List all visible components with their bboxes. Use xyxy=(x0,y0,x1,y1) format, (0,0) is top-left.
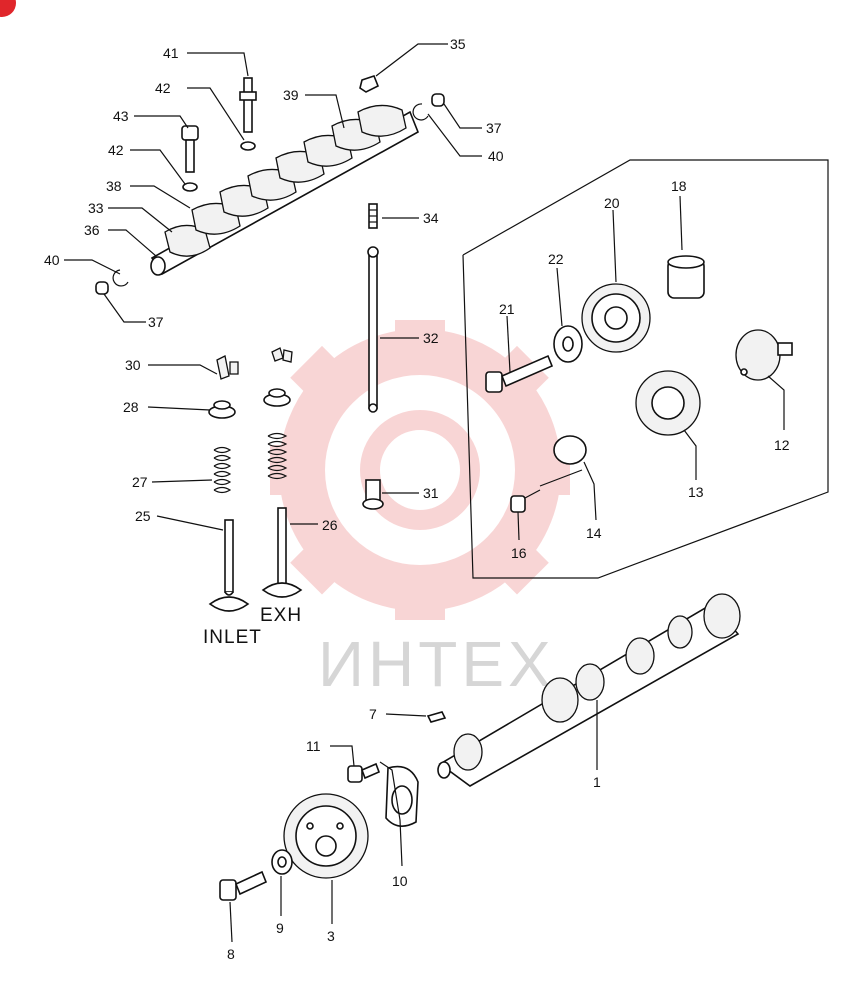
watermark-text: ИНТЕХ xyxy=(318,628,555,700)
plug-37a xyxy=(431,93,445,107)
callout-35: 35 xyxy=(450,36,466,52)
valve-spring-27 xyxy=(213,432,288,494)
bolt-8 xyxy=(219,870,268,901)
exhaust-valve-26 xyxy=(261,507,303,598)
adjust-screw-34 xyxy=(368,203,378,229)
plate-14 xyxy=(539,435,587,487)
thrust-washer-22 xyxy=(553,325,583,363)
callout-8: 8 xyxy=(227,946,235,962)
washer-42a xyxy=(240,141,256,151)
washer-9 xyxy=(271,849,293,875)
callout-27: 27 xyxy=(132,474,148,490)
callout-32: 32 xyxy=(423,330,439,346)
idler-gear-20 xyxy=(581,283,651,353)
snap-ring-40a xyxy=(412,103,429,121)
callout-10: 10 xyxy=(392,873,408,889)
callout-20: 20 xyxy=(604,195,620,211)
nut-35 xyxy=(359,75,380,93)
callout-34: 34 xyxy=(423,210,439,226)
callout-37: 37 xyxy=(486,120,502,136)
idler-shaft-18 xyxy=(667,255,705,299)
callout-40: 40 xyxy=(44,252,60,268)
callout-28: 28 xyxy=(123,399,139,415)
callout-42: 42 xyxy=(108,142,124,158)
snap-ring-40b xyxy=(112,269,129,287)
callout-26: 26 xyxy=(322,517,338,533)
inset-frame xyxy=(462,159,829,579)
callout-14: 14 xyxy=(586,525,602,541)
caption-inlet: INLET xyxy=(203,627,262,648)
callout-13: 13 xyxy=(688,484,704,500)
callout-43: 43 xyxy=(113,108,129,124)
spring-retainer-28 xyxy=(208,388,291,419)
washer-42b xyxy=(182,182,198,192)
callout-25: 25 xyxy=(135,508,151,524)
callout-3: 3 xyxy=(327,928,335,944)
inlet-valve-25 xyxy=(208,519,250,612)
callout-16: 16 xyxy=(511,545,527,561)
camshaft-1 xyxy=(437,593,741,787)
callout-7: 7 xyxy=(369,706,377,722)
callout-42: 42 xyxy=(155,80,171,96)
callout-12: 12 xyxy=(774,437,790,453)
callout-33: 33 xyxy=(88,200,104,216)
caption-exh: EXH xyxy=(260,605,302,626)
bolt-11 xyxy=(347,762,381,783)
callout-37: 37 xyxy=(148,314,164,330)
callout-18: 18 xyxy=(671,178,687,194)
callout-9: 9 xyxy=(276,920,284,936)
push-rod-32 xyxy=(367,246,379,413)
key-7 xyxy=(426,711,447,723)
gear-13 xyxy=(635,370,701,436)
plug-37b xyxy=(95,281,109,295)
gasket-10 xyxy=(385,765,419,827)
callout-36: 36 xyxy=(84,222,100,238)
callout-1: 1 xyxy=(593,774,601,790)
callout-31: 31 xyxy=(423,485,439,501)
valve-cotter-30 xyxy=(216,347,293,380)
bolt-21 xyxy=(485,354,554,393)
callout-30: 30 xyxy=(125,357,141,373)
corner-badge-icon xyxy=(0,0,16,17)
bolt-43 xyxy=(181,125,199,173)
stud-bolt-41 xyxy=(239,77,257,133)
watermark-logo xyxy=(270,320,570,620)
callout-21: 21 xyxy=(499,301,515,317)
callout-labels: 41 35 42 39 37 43 40 42 38 18 20 33 34 3… xyxy=(44,36,790,962)
cam-gear-3 xyxy=(283,793,369,879)
tappet-31 xyxy=(362,479,384,510)
rocker-arm xyxy=(164,104,407,257)
callout-41: 41 xyxy=(163,45,179,61)
callout-22: 22 xyxy=(548,251,564,267)
callout-39: 39 xyxy=(283,87,299,103)
rocker-shaft-assembly xyxy=(150,104,420,276)
callout-38: 38 xyxy=(106,178,122,194)
leader-lines xyxy=(64,43,785,943)
callout-11: 11 xyxy=(306,738,321,754)
shaft-12 xyxy=(735,329,793,381)
callout-40: 40 xyxy=(488,148,504,164)
